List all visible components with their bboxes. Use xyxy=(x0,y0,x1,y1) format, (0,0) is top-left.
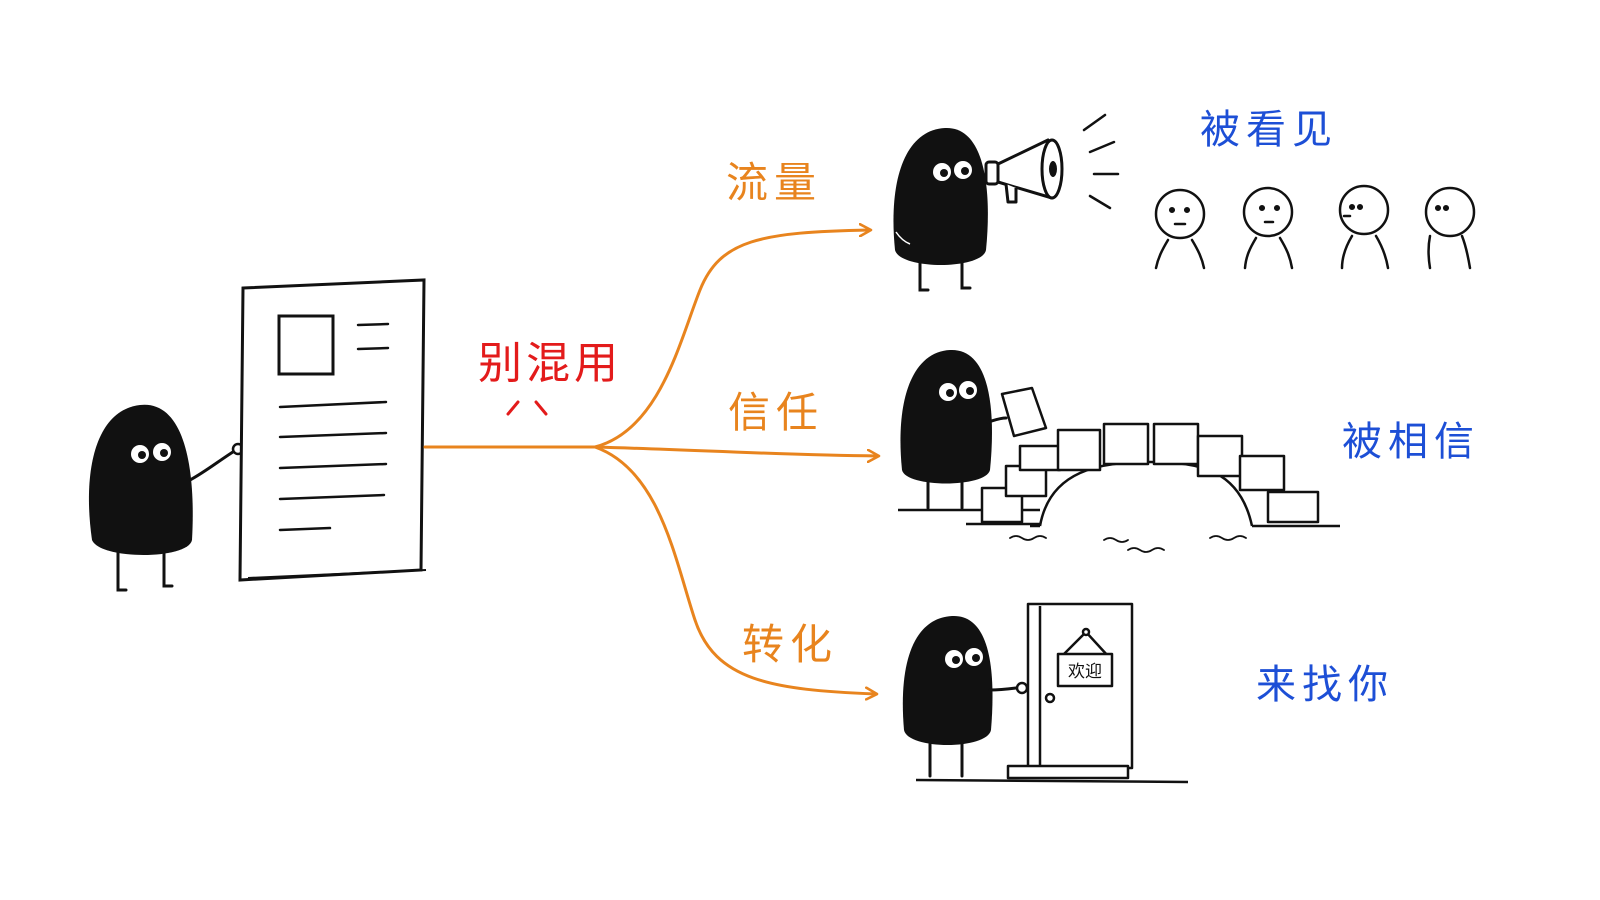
water-ripples xyxy=(1009,535,1247,553)
sound-lines xyxy=(1082,113,1120,210)
left-character xyxy=(88,404,245,592)
center-label: 别混用 xyxy=(478,338,622,389)
branch-connectors xyxy=(423,230,878,694)
bridge-illustration xyxy=(898,386,1340,528)
arrow-conversion xyxy=(593,445,876,694)
megaphone-icon xyxy=(984,138,1064,204)
megaphone-character xyxy=(893,127,988,292)
audience-person xyxy=(1338,184,1390,270)
result-label-trusted: 被相信 xyxy=(1342,419,1480,465)
builder-character xyxy=(900,349,1008,510)
result-label-seen: 被看见 xyxy=(1200,107,1338,153)
door-character xyxy=(902,615,1018,778)
door-illustration xyxy=(915,602,1189,784)
center-accent-marks xyxy=(506,400,548,416)
branch-label-conversion: 转化 xyxy=(742,620,839,669)
result-label-find-you: 来找你 xyxy=(1256,662,1394,708)
branch-label-trust: 信任 xyxy=(728,388,825,437)
audience-person xyxy=(1154,188,1206,270)
document-icon xyxy=(238,278,427,582)
audience-people xyxy=(1154,184,1476,270)
audience-person xyxy=(1424,186,1476,270)
door-sign-text: 欢迎 xyxy=(1068,662,1102,682)
audience-person xyxy=(1242,186,1294,270)
branch-label-traffic: 流量 xyxy=(726,158,823,207)
arrow-traffic xyxy=(593,230,870,449)
arrow-trust xyxy=(593,445,878,456)
